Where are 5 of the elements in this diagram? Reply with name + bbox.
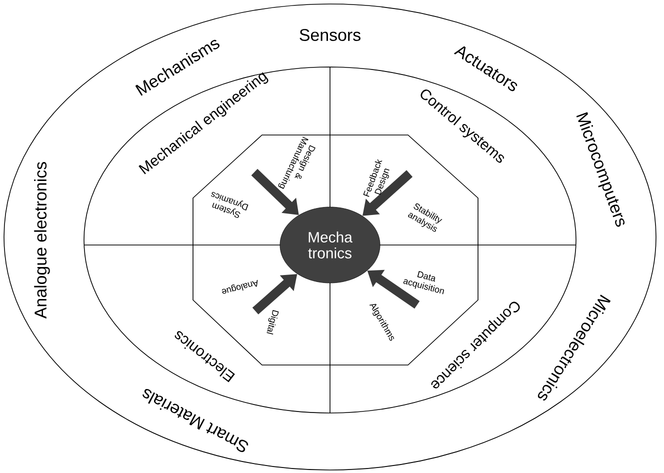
- ring-label: Analogue electronics: [34, 162, 50, 319]
- arrow: [362, 170, 413, 216]
- arrow-label: Analogue: [222, 280, 258, 294]
- ring-label: Sensors: [300, 29, 360, 41]
- arrow-label: Digital: [266, 310, 279, 335]
